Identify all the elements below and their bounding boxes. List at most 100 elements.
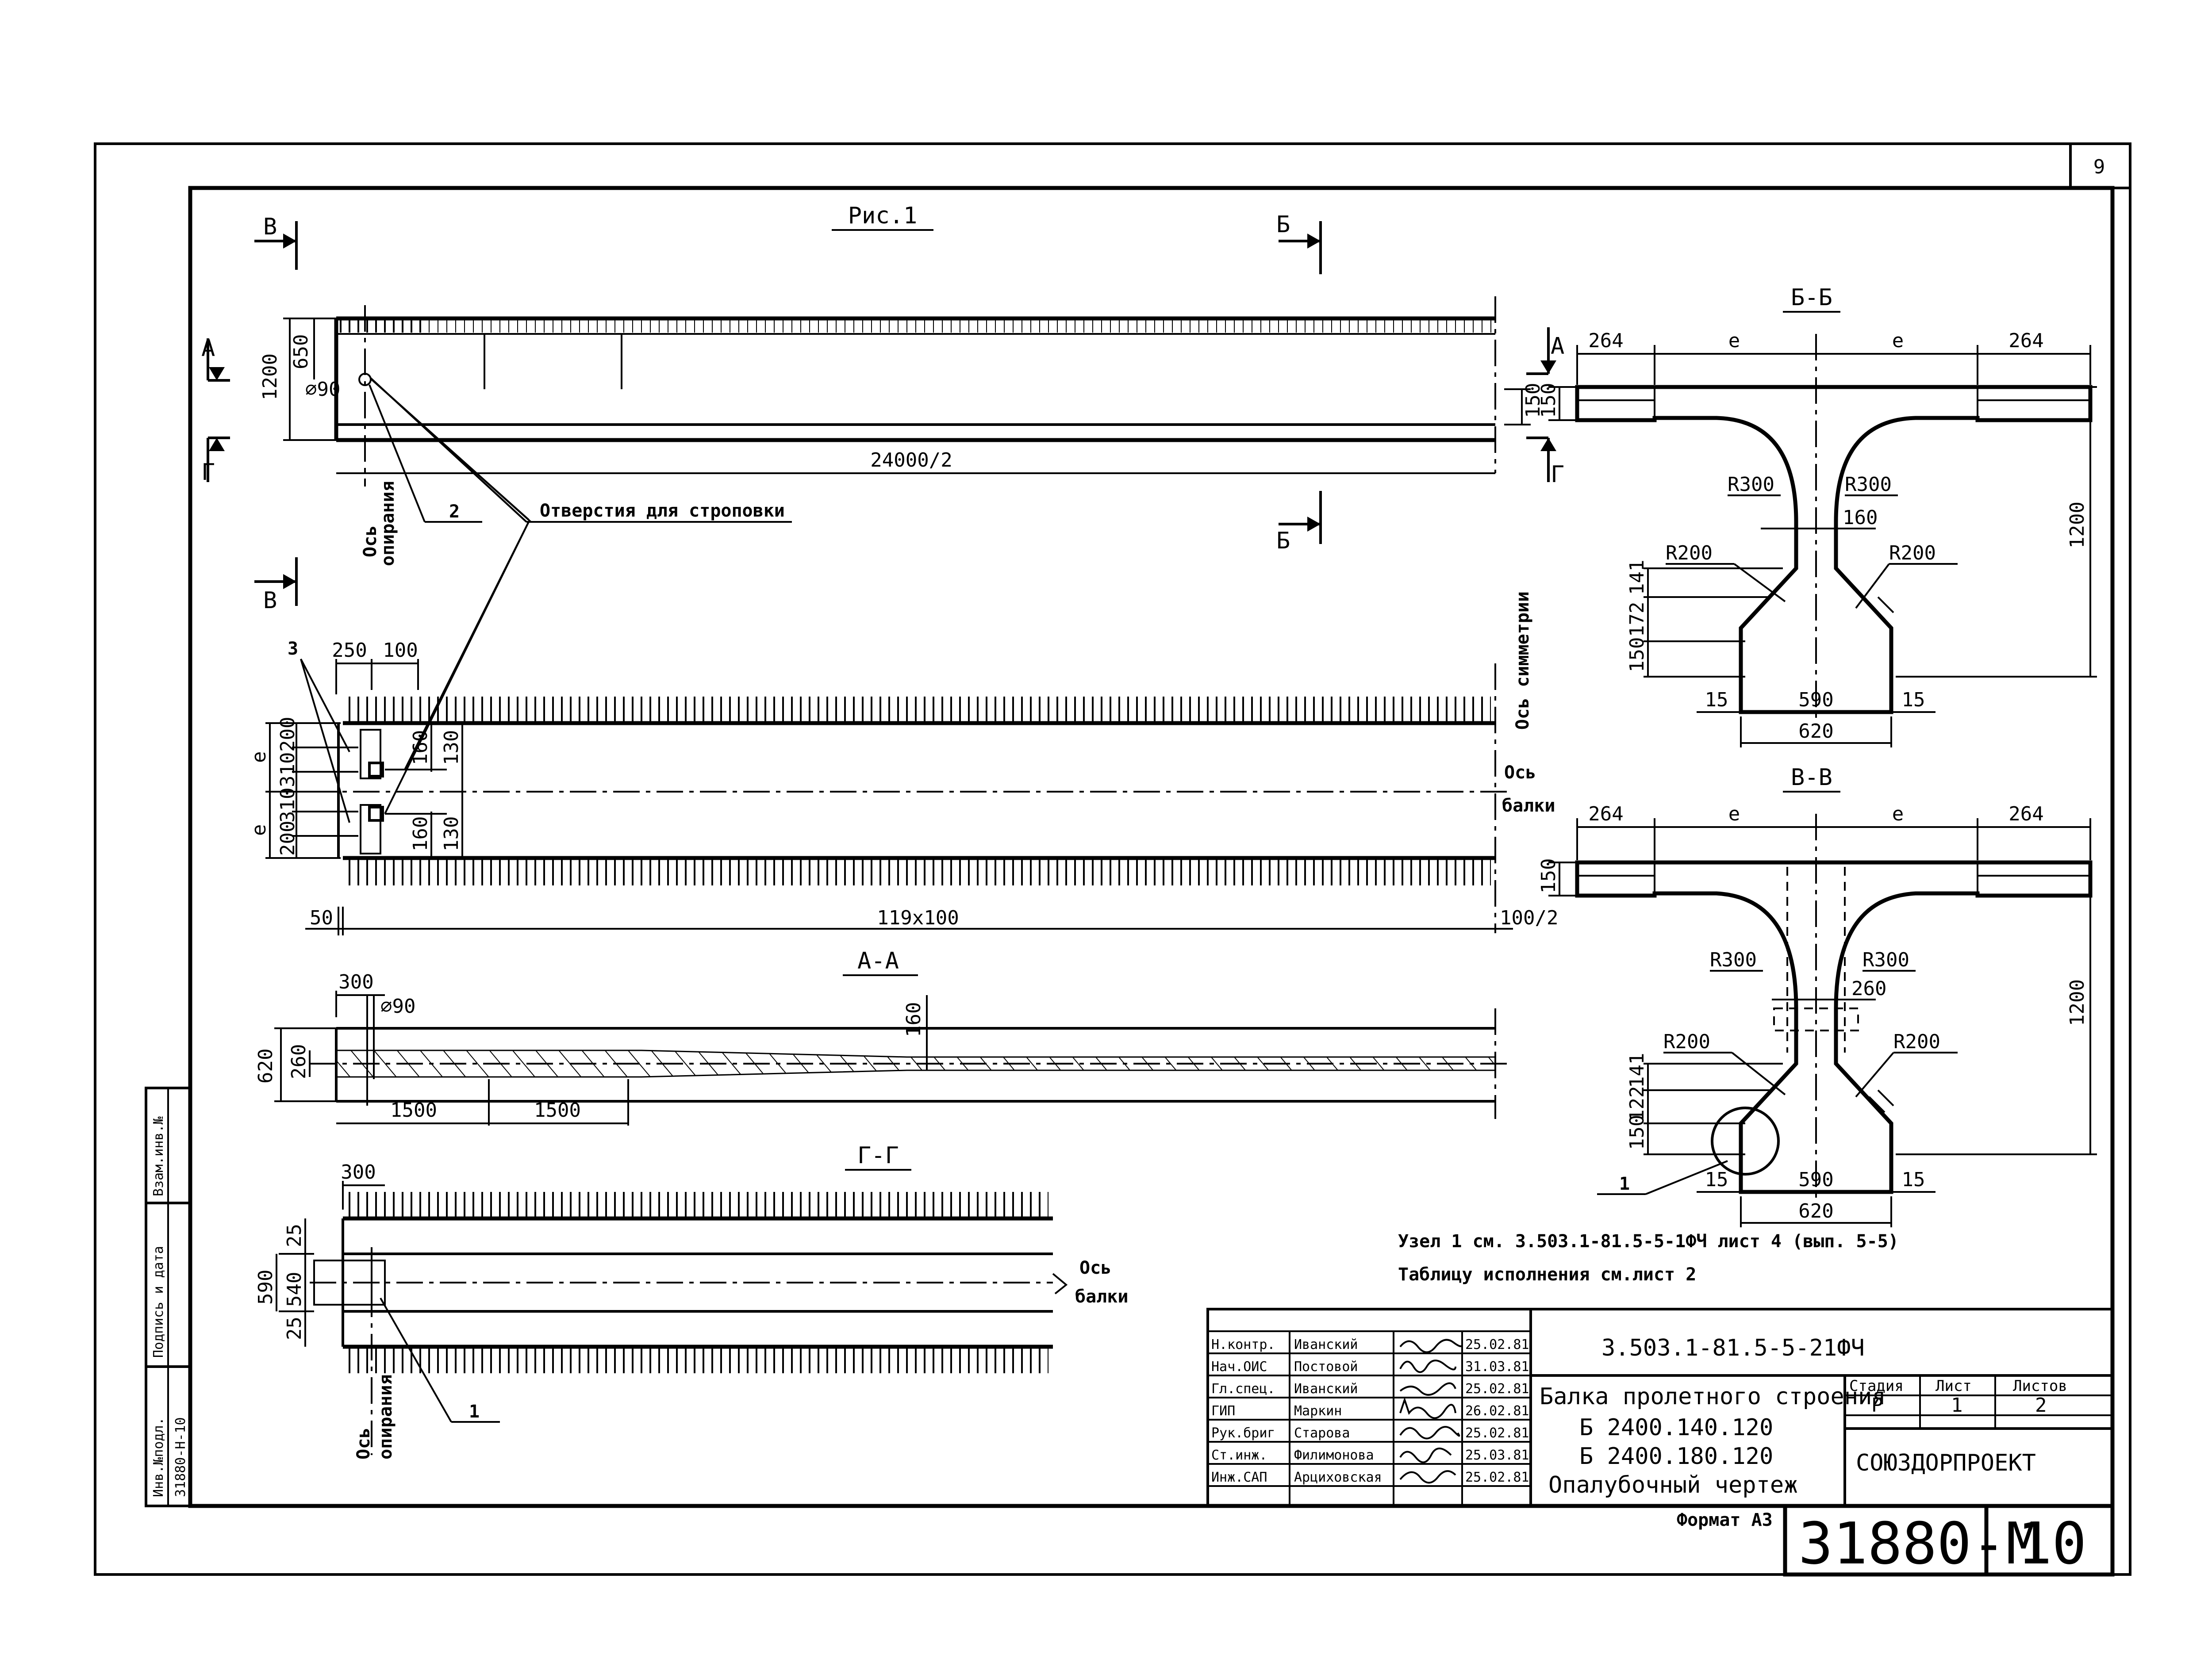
aa-dim-d90: ⌀90 bbox=[380, 995, 415, 1018]
sig-name-1: Постовой bbox=[1294, 1359, 1358, 1375]
sheet-frame: 9 bbox=[94, 142, 2131, 1576]
header-sheets: Листов bbox=[2013, 1377, 2067, 1395]
section-aa: А-А 300 ⌀90 160 620 260 1500 1500 bbox=[254, 948, 1513, 1126]
plan-dim-pitch: 119x100 bbox=[877, 907, 959, 929]
marker-a-right: А bbox=[1551, 333, 1564, 360]
fig1-dim-650: 650 bbox=[290, 334, 312, 369]
aa-dim-620: 620 bbox=[254, 1049, 277, 1084]
plan-beam-axis-2: балки bbox=[1502, 796, 1555, 816]
vv-r200-right: R200 bbox=[1893, 1030, 1940, 1053]
side-stamp-replace-label: Взам.инв.№ bbox=[151, 1116, 166, 1196]
sig-name-0: Иванский bbox=[1294, 1337, 1358, 1352]
vv-dim-122: 122 bbox=[1626, 1086, 1648, 1121]
bb-title: Б-Б bbox=[1791, 284, 1832, 311]
plan-dim-130-top: 130 bbox=[440, 730, 463, 765]
sig-date-0: 25.02.81 bbox=[1465, 1337, 1529, 1352]
plan-dim-100: 100 bbox=[383, 639, 418, 662]
aa-title: А-А bbox=[857, 948, 899, 974]
title-block: Н.контр. Иванский 25.02.81 Нач.ОИС Посто… bbox=[1206, 1308, 2114, 1507]
marker-v-top: В bbox=[263, 214, 277, 240]
gg-axis-support-1: Ось bbox=[353, 1428, 374, 1459]
bb-dim-141: 141 bbox=[1626, 560, 1648, 595]
sig-name-4: Старова bbox=[1294, 1425, 1350, 1441]
plan-dim-50: 50 bbox=[310, 907, 333, 929]
gg-axis-support-2: опирания bbox=[376, 1374, 396, 1459]
sig-date-3: 26.02.81 bbox=[1465, 1403, 1529, 1419]
value-stage: Р bbox=[1871, 1394, 1883, 1417]
fig1-stirrup-ticks bbox=[425, 319, 1493, 333]
bb-r300-left: R300 bbox=[1728, 473, 1774, 496]
gg-title: Г-Г bbox=[857, 1142, 899, 1169]
vv-callout-1: 1 bbox=[1619, 1174, 1630, 1194]
vv-dim-e-left: e bbox=[1728, 803, 1740, 825]
fig1-dim-span: 24000/2 bbox=[870, 449, 952, 471]
fig1-dim-1200: 1200 bbox=[259, 353, 281, 400]
sig-name-3: Маркин bbox=[1294, 1403, 1342, 1419]
section-bb: Б-Б 264 e e 264 150 1200 R300 R300 160 bbox=[1537, 284, 2097, 747]
note-node-1: Узел 1 см. 3.503.1-81.5-5-1ФЧ лист 4 (вы… bbox=[1398, 1231, 1899, 1252]
organization: СОЮЗДОРПРОЕКТ bbox=[1856, 1450, 2036, 1476]
plan-dim-310-bot: 310 bbox=[276, 788, 299, 823]
sig-role-1: Нач.ОИС bbox=[1211, 1359, 1267, 1375]
vv-dim-141: 141 bbox=[1626, 1053, 1648, 1088]
plan-dim-e-bot: e bbox=[248, 824, 270, 836]
note-table: Таблицу исполнения см.лист 2 bbox=[1398, 1264, 1696, 1285]
vv-dim-150-bot: 150 bbox=[1626, 1115, 1648, 1150]
sig-name-2: Иванский bbox=[1294, 1381, 1358, 1397]
gg-dim-25-top: 25 bbox=[283, 1224, 306, 1247]
vv-r200-left: R200 bbox=[1663, 1030, 1710, 1053]
gg-dim-25-bot: 25 bbox=[283, 1317, 306, 1340]
sig-name-5: Филимонова bbox=[1294, 1448, 1374, 1463]
value-sheets: 2 bbox=[2035, 1394, 2047, 1417]
gg-dim-590: 590 bbox=[254, 1270, 277, 1305]
vv-dim-620: 620 bbox=[1798, 1200, 1833, 1222]
vv-dim-1200: 1200 bbox=[2066, 979, 2089, 1026]
vv-dim-15-left: 15 bbox=[1705, 1168, 1728, 1191]
vv-dim-260: 260 bbox=[1851, 977, 1886, 1000]
bb-dim-160: 160 bbox=[1843, 506, 1878, 529]
bb-dim-264-right: 264 bbox=[2008, 329, 2043, 352]
sig-date-4: 25.02.81 bbox=[1465, 1425, 1529, 1441]
fig1-title: Рис.1 bbox=[848, 203, 918, 229]
sig-date-6: 25.02.81 bbox=[1465, 1470, 1529, 1485]
bb-dim-e-right: e bbox=[1892, 329, 1904, 352]
plan-dim-half: 100/2 bbox=[1500, 907, 1558, 929]
bb-dim-1200: 1200 bbox=[2066, 502, 2089, 548]
aa-dim-260: 260 bbox=[288, 1044, 310, 1079]
fig1-dim-150: 150 bbox=[1522, 383, 1544, 418]
sig-name-6: Арциховская bbox=[1294, 1470, 1382, 1485]
marker-g-right: Г bbox=[1551, 461, 1564, 488]
side-stamp-sign-label: Подпись и дата bbox=[151, 1246, 166, 1358]
bb-dim-590: 590 bbox=[1798, 689, 1833, 711]
plan-dim-200-top: 200 bbox=[276, 717, 299, 752]
aa-dim-1500a: 1500 bbox=[390, 1099, 437, 1122]
bb-dim-e-left: e bbox=[1728, 329, 1740, 352]
sig-date-2: 25.02.81 bbox=[1465, 1381, 1529, 1397]
bb-dim-620: 620 bbox=[1798, 720, 1833, 743]
sig-role-6: Инж.САП bbox=[1211, 1470, 1267, 1485]
gg-dim-540: 540 bbox=[283, 1272, 306, 1307]
fig1-axis-support-1: Ось bbox=[360, 525, 380, 557]
section-vv: В-В 264 e e 264 150 1200 R300 R300 260 bbox=[1537, 764, 2097, 1227]
gg-callout-1: 1 bbox=[469, 1402, 480, 1422]
marker-g-left: Г bbox=[201, 459, 215, 486]
page-number: 10 bbox=[2017, 1510, 2087, 1577]
title-line-4: Опалубочный чертеж bbox=[1548, 1472, 1798, 1498]
sig-role-5: Ст.инж. bbox=[1211, 1448, 1267, 1463]
plan-beam-axis-1: Ось bbox=[1504, 762, 1536, 783]
plan-sym-axis: Ось симметрии bbox=[1513, 591, 1533, 730]
plan-dim-200-bot: 200 bbox=[276, 821, 299, 856]
bb-dim-15-right: 15 bbox=[1902, 689, 1925, 711]
vv-dim-264-left: 264 bbox=[1588, 803, 1623, 825]
aa-dim-160: 160 bbox=[902, 1002, 925, 1037]
vv-dim-150: 150 bbox=[1537, 858, 1560, 893]
plan-view: 3 250 100 e 200 310 310 200 e 160 130 16… bbox=[248, 591, 1558, 935]
plan-callout-3: 3 bbox=[288, 639, 298, 659]
header-sheet: Лист bbox=[1936, 1377, 1972, 1395]
marker-a-left: А bbox=[201, 335, 215, 362]
fig1-axis-support-2: опирания bbox=[378, 481, 398, 566]
plan-dim-160-top: 160 bbox=[409, 730, 432, 765]
aa-dim-1500b: 1500 bbox=[534, 1099, 581, 1122]
title-line-3: Б 2400.180.120 bbox=[1579, 1443, 1773, 1470]
vv-r300-right: R300 bbox=[1863, 949, 1909, 971]
